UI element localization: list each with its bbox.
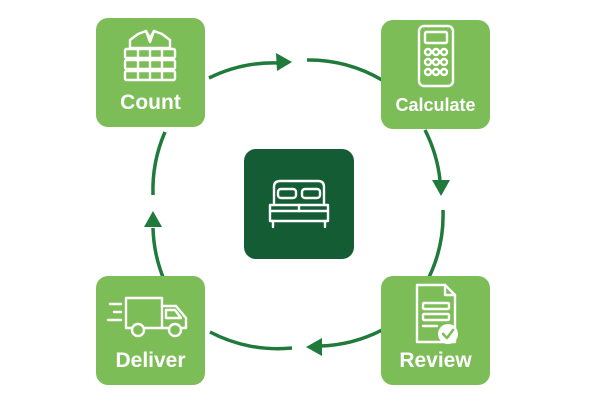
- step-count: Count: [96, 18, 205, 127]
- step-label-calculate: Calculate: [395, 95, 476, 115]
- arrowhead-top: [276, 53, 292, 71]
- arrowhead-bottom: [306, 338, 322, 356]
- connector-arc-review-to-deliver-tail: [209, 330, 293, 351]
- connector-arc-count-to-calculate: [208, 61, 281, 80]
- arrowhead-left: [144, 211, 162, 227]
- shirt-stack-icon: [123, 29, 177, 82]
- calculator-icon: [417, 24, 455, 88]
- connector-arc-count-to-calculate-tail: [306, 58, 383, 82]
- bed-icon: [268, 179, 330, 229]
- connector-arc-deliver-to-count: [151, 227, 167, 283]
- delivery-truck-icon: [106, 296, 188, 338]
- connector-arc-review-to-deliver: [319, 328, 383, 348]
- connector-arc-calculate-to-review-tail: [423, 209, 445, 286]
- step-label-count: Count: [120, 91, 181, 114]
- step-label-deliver: Deliver: [115, 349, 186, 372]
- connector-arc-calculate-to-review: [423, 129, 442, 181]
- connector-arc-deliver-to-count-tail: [151, 131, 167, 196]
- step-review: Review: [381, 276, 490, 385]
- step-deliver: Deliver: [96, 276, 205, 385]
- document-check-icon: [415, 283, 458, 344]
- center-bed-tile: [244, 149, 354, 259]
- arrowhead-right: [432, 180, 450, 196]
- step-calculate: Calculate: [381, 20, 490, 129]
- step-label-review: Review: [399, 349, 472, 372]
